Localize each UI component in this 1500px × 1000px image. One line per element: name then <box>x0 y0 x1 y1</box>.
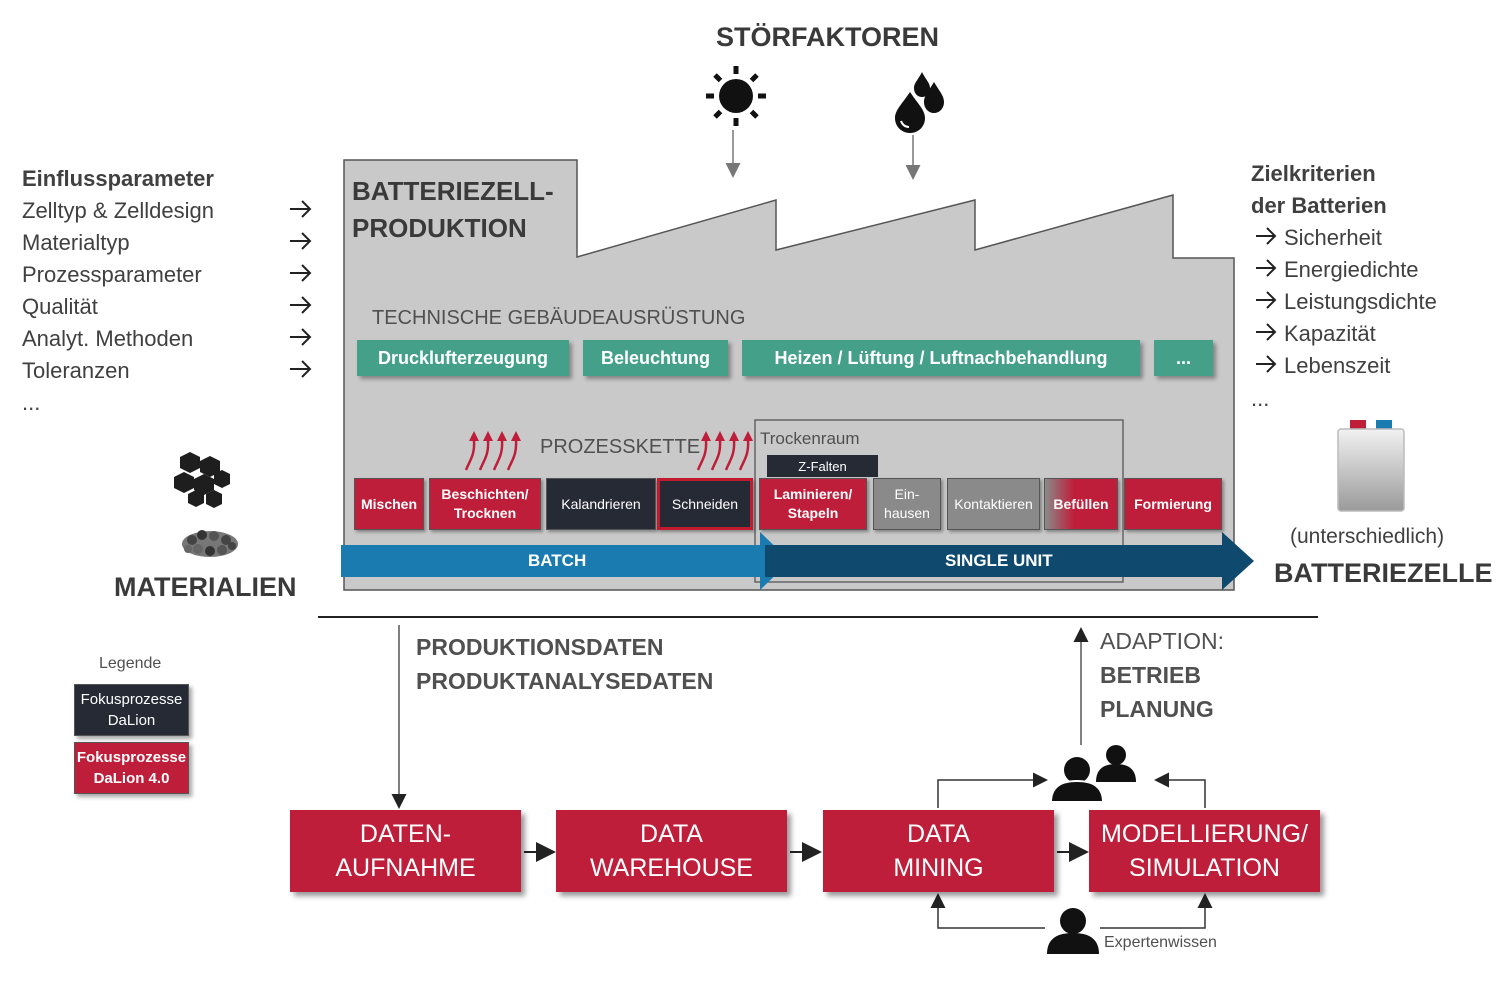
legend-title: Legende <box>99 655 162 672</box>
betrieb-label: BETRIEB <box>1100 662 1201 688</box>
box-label: MODELLIERUNG/ <box>1101 820 1308 848</box>
factory-title-line1: BATTERIEZELL- <box>352 176 554 206</box>
ziel-more: ... <box>1251 386 1270 411</box>
sun-icon <box>706 66 766 126</box>
single-unit-arrow <box>765 532 1254 590</box>
step-kalandrieren: Kalandrieren <box>546 478 656 530</box>
ziel-item: Energiedichte <box>1284 257 1419 282</box>
adaption-label: ADAPTION: <box>1100 628 1224 654</box>
step-mischen: Mischen <box>354 478 424 530</box>
planung-label: PLANUNG <box>1100 696 1214 722</box>
legend-item-label: Fokusprozesse <box>76 749 187 766</box>
single-unit-label: SINGLE UNIT <box>945 551 1053 570</box>
step-label: Beschichten/ <box>441 486 529 502</box>
ziel-list: Sicherheit Energiedichte Leistungsdichte… <box>1284 222 1437 382</box>
legend-item-label: Fokusprozesse <box>80 691 183 708</box>
box-data-mining: DATA MINING <box>823 810 1054 892</box>
box-label: DATEN- <box>359 820 452 848</box>
legend-item-dalion40: Fokusprozesse DaLion 4.0 <box>74 742 189 794</box>
step-label: Formierung <box>1134 495 1212 512</box>
batch-label: BATCH <box>528 551 587 570</box>
einfluss-item: Prozessparameter <box>22 262 202 287</box>
ziel-arrows <box>1256 227 1277 373</box>
tga-drucklufterzeugung: Drucklufterzeugung <box>357 340 569 376</box>
step-kontaktieren: Kontaktieren <box>947 478 1040 530</box>
einfluss-item: Toleranzen <box>22 358 130 383</box>
batteriezelle-note: (unterschiedlich) <box>1290 525 1445 548</box>
factory-title-line2: PRODUKTION <box>352 213 527 243</box>
produktionsdaten-label: PRODUKTIONSDATEN <box>416 634 664 660</box>
tga-label: TECHNISCHE GEBÄUDEAUSRÜSTUNG <box>372 307 746 329</box>
legend-item-dalion: Fokusprozesse DaLion <box>74 684 189 736</box>
box-datenaufnahme: DATEN- AUFNAHME <box>290 810 521 892</box>
tga-more: ... <box>1154 340 1213 376</box>
einfluss-item: Materialtyp <box>22 230 130 255</box>
einfluss-more: ... <box>22 390 41 415</box>
legend-item-label: DaLion 4.0 <box>93 770 170 787</box>
einfluss-list: Einflussparameter Zelltyp & Zelldesign M… <box>22 163 214 419</box>
step-label: Kalandrieren <box>561 495 641 512</box>
step-label: Laminieren/ <box>773 486 853 502</box>
einfluss-item: Zelltyp & Zelldesign <box>22 198 214 223</box>
einfluss-arrows <box>290 200 312 378</box>
stoerfaktoren-title: STÖRFAKTOREN <box>716 22 940 52</box>
step-befuellen: Befüllen <box>1044 478 1118 530</box>
ziel-title-line1: Zielkriterien <box>1251 161 1376 186</box>
step-label: Ein- <box>894 486 920 502</box>
ziel-item: Kapazität <box>1284 321 1376 346</box>
heat-arrows-icon <box>464 439 518 471</box>
box-label: MINING <box>893 854 984 882</box>
step-label: Befüllen <box>1053 495 1109 512</box>
einfluss-item: Analyt. Methoden <box>22 326 194 351</box>
expertenwissen-label: Expertenwissen <box>1104 934 1217 951</box>
prozesskette-label: PROZESSKETTE <box>540 436 701 458</box>
materialien-label: MATERIALIEN <box>114 572 297 602</box>
box-data-warehouse: DATA WAREHOUSE <box>556 810 787 892</box>
heat-arrows-icon-2 <box>696 439 750 471</box>
step-formierung: Formierung <box>1124 478 1222 530</box>
box-label: SIMULATION <box>1129 854 1280 882</box>
trockenraum-label: Trockenraum <box>760 429 860 448</box>
ziel-item: Sicherheit <box>1284 225 1382 250</box>
einfluss-title: Einflussparameter <box>22 166 214 191</box>
step-beschichten-trocknen: Beschichten/ Trocknen <box>429 478 541 530</box>
battery-icon <box>1337 420 1405 512</box>
step-label: Mischen <box>360 495 417 512</box>
powder-icon <box>182 530 238 557</box>
z-falten-box: Z-Falten <box>767 455 878 477</box>
batch-arrow <box>341 532 790 590</box>
materials-icon <box>174 452 230 508</box>
expert-person-icon <box>1047 908 1099 954</box>
step-schneiden: Schneiden <box>657 478 753 530</box>
produktanalysedaten-label: PRODUKTANALYSEDATEN <box>416 668 714 694</box>
step-laminieren-stapeln: Laminieren/ Stapeln <box>759 478 867 530</box>
water-drops-icon <box>895 72 944 133</box>
tga-heizen-lueftung: Heizen / Lüftung / Luftnachbehandlung <box>742 340 1140 376</box>
step-label: Schneiden <box>671 495 739 512</box>
ziel-title-line2: der Batterien <box>1251 193 1387 218</box>
ziel-item: Leistungsdichte <box>1284 289 1437 314</box>
step-label: Trocknen <box>453 505 517 521</box>
box-label: DATA <box>907 820 970 848</box>
batteriezelle-label: BATTERIEZELLE <box>1274 558 1493 588</box>
box-label: AUFNAHME <box>335 854 476 882</box>
tga-beleuchtung: Beleuchtung <box>583 340 728 376</box>
step-einhausen: Ein- hausen <box>873 478 941 530</box>
box-label: DATA <box>640 820 703 848</box>
step-label: Kontaktieren <box>954 495 1033 512</box>
z-falten-label: Z-Falten <box>798 458 847 474</box>
trockenraum-frame <box>754 419 1124 583</box>
einfluss-item: Qualität <box>22 294 98 319</box>
ziel-item: Lebenszeit <box>1284 353 1391 378</box>
people-icon <box>1049 745 1136 803</box>
legend-item-label: DaLion <box>107 712 156 729</box>
step-label: hausen <box>884 505 930 521</box>
box-label: WAREHOUSE <box>590 854 753 882</box>
ziel-title: Zielkriterien der Batterien <box>1251 158 1387 222</box>
box-modellierung-simulation: MODELLIERUNG/ SIMULATION <box>1089 810 1320 892</box>
step-label: Stapeln <box>787 505 839 521</box>
